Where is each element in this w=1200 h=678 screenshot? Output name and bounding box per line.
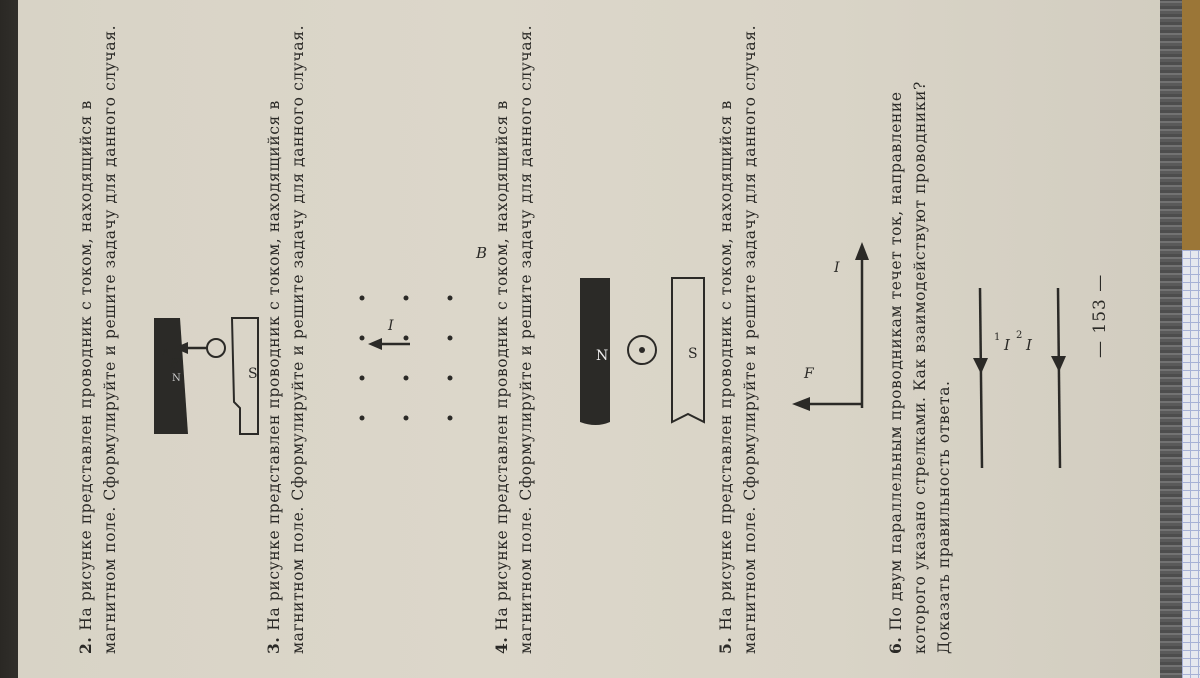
figure-task-3: I B	[359, 244, 487, 421]
south-pole-magnet	[671, 277, 705, 424]
task-6: 6.По двум параллельным проводникам течет…	[884, 24, 956, 654]
south-pole-magnet	[230, 317, 259, 435]
desk-surface	[1182, 0, 1200, 250]
north-pole-magnet	[154, 318, 188, 434]
wire-1	[978, 287, 984, 469]
figure-task-6: I 1 I 2	[973, 287, 1066, 469]
wire-1-arrow	[973, 358, 988, 374]
force-subscript: A	[161, 348, 170, 359]
field-dots	[359, 295, 453, 421]
figure-task-2: N F A S	[154, 317, 259, 435]
task-text: На рисунке представлен проводник с током…	[265, 24, 307, 654]
south-pole-label: S	[248, 366, 258, 382]
force-arrow-head	[792, 397, 810, 411]
page-number: — 153 —	[1090, 273, 1110, 358]
wire-1-label: I	[1003, 336, 1011, 354]
task-number: 6.	[886, 636, 905, 654]
south-pole-label: S	[688, 346, 698, 362]
force-label: F	[169, 356, 181, 372]
north-pole-magnet	[580, 278, 610, 425]
task-text: На рисунке представлен проводник с током…	[77, 24, 119, 654]
north-pole-label: N	[596, 348, 608, 364]
task-5: 5.На рисунке представлен проводник с ток…	[714, 24, 762, 654]
textbook-page: 2.На рисунке представлен проводник с ток…	[30, 0, 1170, 678]
task-text: На рисунке представлен проводник с током…	[493, 24, 535, 654]
task-text: На рисунке представлен проводник с током…	[717, 24, 759, 654]
current-label: I	[387, 318, 394, 334]
north-pole-label: N	[172, 373, 181, 384]
task-2: 2.На рисунке представлен проводник с ток…	[74, 24, 122, 654]
wire-2	[1056, 287, 1062, 469]
current-out-symbol	[627, 335, 657, 365]
task-number: 5.	[716, 636, 735, 654]
task-number: 2.	[76, 636, 95, 654]
wire-2-arrow	[1051, 356, 1066, 372]
current-arrow-head	[855, 242, 869, 260]
force-arrow-head	[174, 342, 188, 354]
figure-task-5: I F	[792, 242, 869, 411]
wire-2-label: I	[1025, 336, 1033, 354]
grid-notebook-paper	[1182, 250, 1200, 678]
page-binding-edge	[1160, 0, 1182, 678]
current-arrow-head	[368, 338, 382, 350]
field-label: B	[475, 244, 487, 262]
task-4: 4.На рисунке представлен проводник с ток…	[490, 24, 538, 654]
task-text: По двум параллельным проводникам течет т…	[887, 81, 953, 654]
wire-2-subscript: 2	[1016, 330, 1022, 341]
task-3: 3.На рисунке представлен проводник с ток…	[262, 24, 310, 654]
current-label: I	[833, 260, 840, 276]
task-number: 4.	[492, 636, 511, 654]
conductor-circle	[206, 338, 226, 358]
task-number: 3.	[264, 636, 283, 654]
current-out-dot	[639, 347, 645, 353]
force-label: F	[803, 366, 815, 382]
wire-1-subscript: 1	[994, 332, 1000, 343]
figure-task-4: N S	[580, 277, 705, 425]
